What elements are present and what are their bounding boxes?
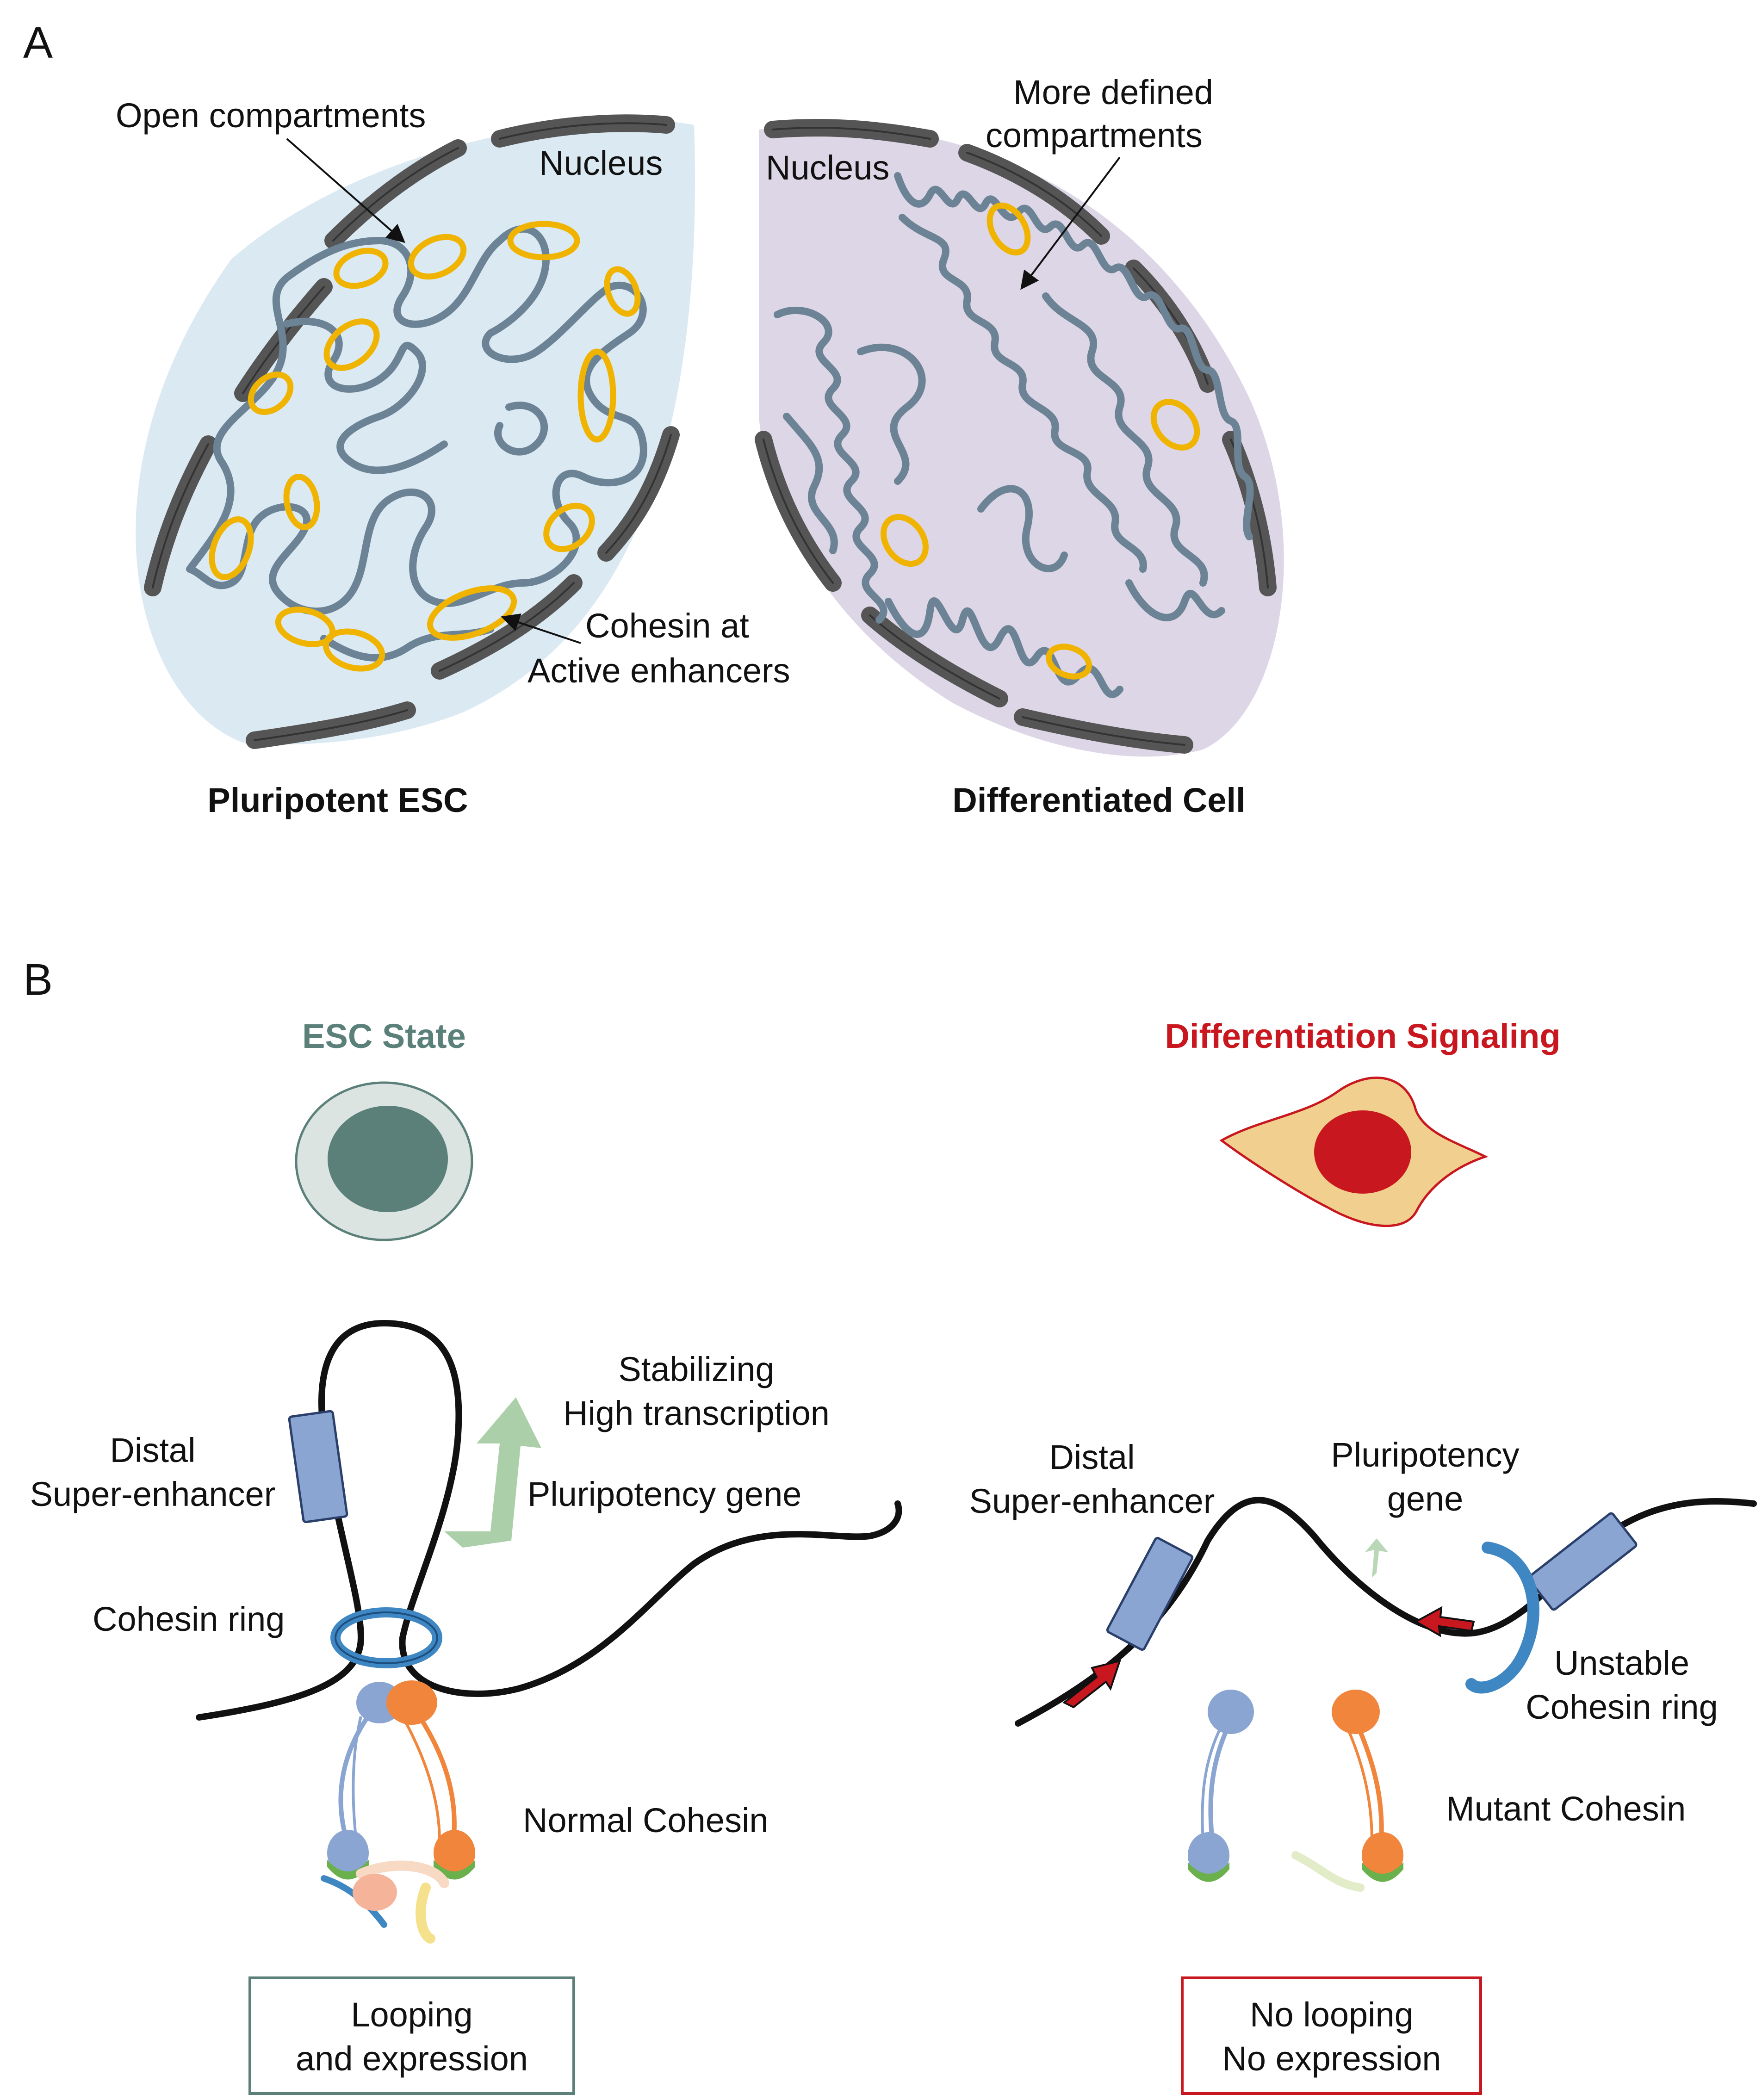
unstable-label: Unstable <box>1554 1644 1689 1682</box>
cohesin-at-label: Cohesin at <box>585 607 749 645</box>
pluripotency-gene-arrow <box>444 1397 541 1548</box>
cohesin-ring-label: Cohesin ring <box>93 1600 285 1638</box>
diff-outcome-line1: No looping <box>1250 1995 1414 2034</box>
mutant-cohesin-complex <box>1188 1690 1403 1892</box>
more-defined-label: More defined <box>1013 73 1213 112</box>
diff-chromatin <box>774 172 1254 698</box>
panel-a-letter: A <box>23 18 53 68</box>
diff-red-arrow-right <box>1414 1606 1475 1637</box>
esc-nucleus-label: Nucleus <box>539 144 663 182</box>
diff-nucleus-label: Nucleus <box>766 149 889 187</box>
high-transcription-label: High transcription <box>563 1394 830 1432</box>
esc-outcome-line2: and expression <box>296 2039 528 2078</box>
active-enhancers-label: Active enhancers <box>527 651 790 690</box>
diff-faint-gene-arrow <box>1365 1538 1388 1578</box>
unstable-cohesin-ring <box>1465 1542 1539 1694</box>
diff-super-enhancer-label: Super-enhancer <box>969 1482 1215 1520</box>
esc-distal-label: Distal <box>110 1431 195 1469</box>
mutant-cohesin-label: Mutant Cohesin <box>1446 1790 1686 1828</box>
diff-outcome-line2: No expression <box>1222 2039 1441 2078</box>
differentiation-title: Differentiation Signaling <box>1165 1017 1560 1055</box>
diff-caption: Differentiated Cell <box>952 781 1245 819</box>
diff-distal-label: Distal <box>1049 1438 1135 1476</box>
panel-b-letter: B <box>23 955 53 1004</box>
esc-chromatin <box>186 225 647 615</box>
esc-cohesin-rings <box>209 221 641 672</box>
esc-outcome-box <box>248 1976 575 2095</box>
esc-caption: Pluripotent ESC <box>207 781 468 819</box>
defined-compartments-arrow <box>1020 156 1121 290</box>
diff-cohesin-rings <box>881 202 1200 680</box>
diff-nucleus <box>755 119 1284 757</box>
compartments-label: compartments <box>986 116 1203 155</box>
open-compartments-arrow <box>286 138 406 243</box>
diff-gene-label-1: Pluripotency <box>1331 1436 1519 1474</box>
esc-super-enhancer <box>288 1410 348 1524</box>
differentiated-cell-icon <box>1219 1077 1489 1227</box>
diff-super-enhancer-right <box>1527 1512 1638 1611</box>
diff-outcome-box <box>1181 1976 1482 2095</box>
esc-cell-icon <box>295 1081 473 1241</box>
esc-state-title: ESC State <box>302 1017 466 1055</box>
open-compartments-label: Open compartments <box>116 96 426 135</box>
normal-cohesin-complex <box>321 1680 475 1944</box>
esc-loop-chromatin <box>196 1319 902 1721</box>
diff-red-arrow-left <box>1062 1660 1122 1709</box>
diff-gene-label-2: gene <box>1387 1480 1464 1518</box>
unstable-cohesin-ring-label: Cohesin ring <box>1526 1688 1718 1726</box>
cohesin-arrow <box>501 613 581 644</box>
normal-cohesin-label: Normal Cohesin <box>523 1801 769 1840</box>
esc-nucleus <box>136 114 695 749</box>
stabilizing-label: Stabilizing <box>618 1350 774 1388</box>
diff-super-enhancer-left <box>1106 1536 1194 1651</box>
esc-super-enhancer-label: Super-enhancer <box>30 1475 276 1513</box>
esc-outcome-line1: Looping <box>351 1995 472 2034</box>
esc-gene-label: Pluripotency gene <box>527 1475 801 1513</box>
